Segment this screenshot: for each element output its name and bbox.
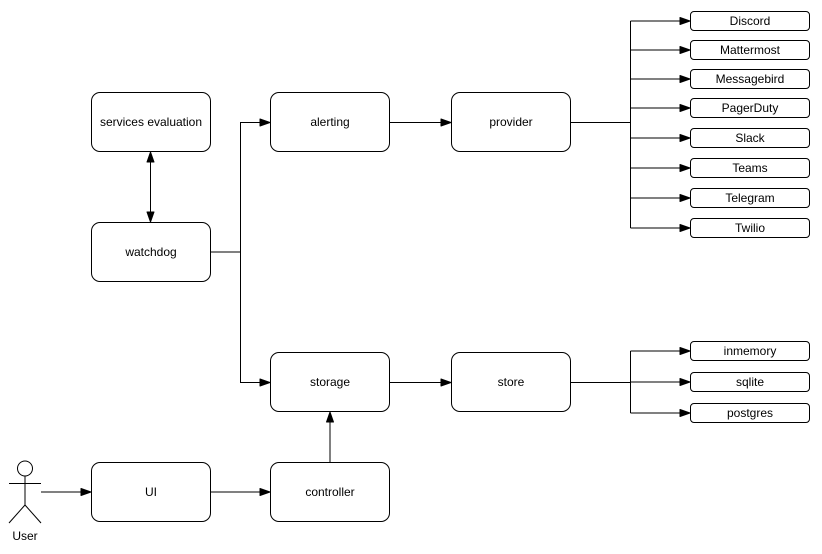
node-watchdog: watchdog — [91, 222, 211, 282]
node-store: store — [451, 352, 571, 412]
node-label: Messagebird — [715, 71, 785, 86]
node-controller: controller — [270, 462, 390, 522]
node-label: inmemory — [723, 343, 777, 358]
node-store-inmemory: inmemory — [690, 341, 810, 361]
node-alerting: alerting — [270, 92, 390, 152]
node-ui: UI — [91, 462, 211, 522]
node-label: provider — [489, 114, 533, 129]
user-actor-icon — [8, 460, 42, 524]
node-provider-pagerduty: PagerDuty — [690, 98, 810, 118]
node-provider-messagebird: Messagebird — [690, 69, 810, 89]
node-label: watchdog — [125, 244, 177, 259]
node-store-sqlite: sqlite — [690, 372, 810, 392]
node-services-evaluation: services evaluation — [91, 92, 211, 152]
node-provider-mattermost: Mattermost — [690, 40, 810, 60]
node-label: Discord — [729, 13, 771, 28]
node-label: controller — [305, 484, 355, 499]
node-storage: storage — [270, 352, 390, 412]
node-label: services evaluation — [99, 114, 203, 129]
node-label: store — [497, 374, 525, 389]
node-label: storage — [309, 374, 351, 389]
node-label: postgres — [726, 405, 774, 420]
node-label: UI — [145, 484, 157, 499]
node-label: PagerDuty — [721, 100, 779, 115]
node-label: Telegram — [725, 190, 775, 205]
node-provider-telegram: Telegram — [690, 188, 810, 208]
node-label: Slack — [735, 130, 765, 145]
node-label: sqlite — [735, 374, 764, 389]
node-provider-slack: Slack — [690, 128, 810, 148]
node-provider-teams: Teams — [690, 158, 810, 178]
node-label: Teams — [732, 160, 768, 175]
connector-watchdog-storage — [211, 251, 271, 387]
node-provider-discord: Discord — [690, 11, 810, 31]
node-provider: provider — [451, 92, 571, 152]
node-provider-twilio: Twilio — [690, 218, 810, 238]
node-label: alerting — [310, 114, 350, 129]
connector-provider-fanout — [571, 17, 691, 232]
node-label: Mattermost — [719, 42, 780, 57]
connector-store-fanout — [571, 347, 691, 417]
node-label: Twilio — [734, 220, 765, 235]
user-actor-label: User — [12, 529, 38, 543]
node-store-postgres: postgres — [690, 403, 810, 423]
connector-watchdog-alerting — [211, 118, 271, 253]
